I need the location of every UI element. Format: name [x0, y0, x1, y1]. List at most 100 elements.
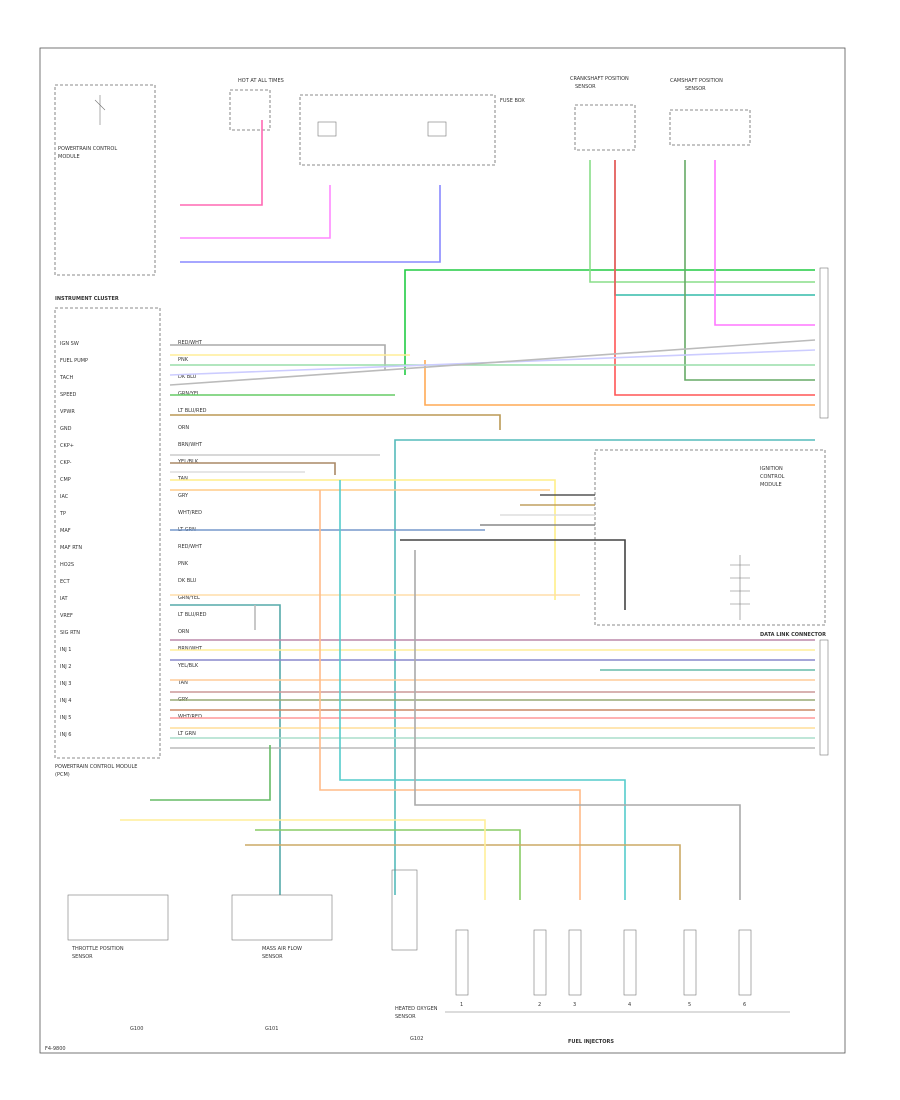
sensor-a-label-2: SENSOR — [575, 84, 596, 90]
right-module-box — [594, 449, 826, 626]
cluster-box — [54, 307, 161, 759]
wire-cyan-long — [394, 439, 815, 895]
injector-number: 3 — [573, 1002, 576, 1008]
wire-pink — [180, 120, 263, 206]
wire-code-label: BRN/WHT — [178, 646, 203, 652]
wire-code-label: DK BLU — [178, 374, 197, 380]
wire-cyan-low — [339, 480, 626, 900]
cluster-pin-label: MAF RTN — [60, 545, 82, 551]
cluster-pin-label: INJ 6 — [60, 732, 71, 738]
sensor-a-label-1: CRANKSHAFT POSITION — [570, 76, 629, 82]
cluster-pin-label: MAF — [60, 528, 71, 534]
wire-khaki-low — [245, 844, 681, 900]
fuel-injector — [455, 929, 469, 996]
wire-gray-2 — [169, 339, 816, 386]
wire-code-label: GRN/YEL — [178, 391, 200, 397]
cluster-pin-label: TACH — [59, 375, 73, 381]
cluster-pin-label: GND — [60, 426, 72, 432]
injector-number: 1 — [460, 1002, 463, 1008]
fuse-b — [427, 121, 447, 137]
bottom-mid-label-1: MASS AIR FLOW — [262, 946, 302, 952]
wire-code-label: GRY — [178, 493, 189, 499]
right-module-label-1: IGNITION — [760, 466, 783, 472]
wire-lightgreen-top — [589, 160, 815, 283]
wire-code-label: WHT/RED — [178, 510, 202, 516]
wire-bundle — [120, 120, 816, 900]
sensor-a-box — [574, 104, 636, 151]
wire-teal-down — [170, 604, 281, 895]
sensor-b-label-2: SENSOR — [685, 86, 706, 92]
bottom-left-label-1: THROTTLE POSITION — [71, 946, 124, 952]
connector-body — [819, 639, 829, 756]
wire-olive-right — [684, 160, 815, 381]
cluster-pin-label: VPWR — [60, 409, 75, 415]
wire-gray-low — [414, 550, 741, 900]
wire-brown — [170, 414, 501, 430]
fuel-injector — [568, 929, 582, 996]
hot-run-box — [229, 89, 271, 131]
fuel-injector — [623, 929, 637, 996]
wire-yellow-2 — [170, 479, 556, 600]
wire-code-label: RED/WHT — [178, 544, 203, 550]
cluster-pin-label: IAC — [60, 494, 69, 500]
fuse-a — [317, 121, 337, 137]
wire-code-label: LT BLU/RED — [178, 612, 207, 618]
bottom-left-box — [67, 894, 169, 941]
injector-group: 1 2 3 4 5 6 — [455, 929, 752, 1008]
left-module-label-2: (PCM) — [55, 772, 70, 778]
wire-blue — [180, 185, 441, 263]
wire-lime-low — [255, 829, 521, 900]
bottom-center-label-2: SENSOR — [395, 1014, 416, 1020]
right-module-label-3: MODULE — [760, 482, 782, 488]
wire-code-label: WHT/RED — [178, 714, 202, 720]
wire-magenta — [180, 185, 331, 239]
cluster-pin-label: FUEL PUMP — [60, 358, 88, 364]
cluster-pin-label: INJ 5 — [60, 715, 71, 721]
fuel-injector — [533, 929, 547, 996]
fuel-injector — [738, 929, 752, 996]
cluster-pin-label: IAT — [60, 596, 69, 602]
cluster-pin-label: HO2S — [60, 562, 74, 568]
bottom-left-label-2: SENSOR — [72, 954, 93, 960]
cluster-pin-label: SPEED — [60, 392, 77, 398]
wire-yellow-low — [120, 819, 486, 900]
pcm-top-label-2: MODULE — [58, 154, 80, 160]
cluster-pin-label: CKP+ — [60, 443, 74, 449]
wire-gray-1 — [170, 344, 386, 370]
wire-black — [400, 539, 626, 610]
cluster-pin-label: SIG RTN — [60, 630, 80, 636]
cluster-pin-label: INJ 4 — [60, 698, 71, 704]
wire-code-label: TAN — [177, 476, 188, 482]
cluster-pin-label: ECT — [60, 579, 71, 585]
right-module-label-2: CONTROL — [760, 474, 785, 480]
cluster-pin-label: TP — [59, 511, 66, 517]
wire-red-right — [614, 160, 815, 396]
wire-tan — [170, 462, 336, 475]
injector-number: 6 — [743, 1002, 746, 1008]
ground-a-label: G100 — [130, 1026, 143, 1032]
pcm-top-box — [54, 84, 156, 276]
pcm-top-symbol — [94, 95, 106, 125]
bottom-mid-label-2: SENSOR — [262, 954, 283, 960]
cluster-pin-label: CMP — [60, 477, 71, 483]
injector-number: 2 — [538, 1002, 541, 1008]
pcm-top-label-1: POWERTRAIN CONTROL — [58, 146, 117, 152]
injector-number: 5 — [688, 1002, 691, 1008]
wire-code-label: DK BLU — [178, 578, 197, 584]
wire-orange-low — [319, 490, 581, 900]
footer-code: F4-9800 — [45, 1046, 66, 1052]
injector-number: 4 — [628, 1002, 631, 1008]
cluster-pin-label: IGN SW — [60, 341, 79, 347]
wire-green-top — [404, 269, 815, 375]
right-module-pins — [730, 555, 750, 620]
wire-code-label: RED/WHT — [178, 340, 203, 346]
cluster-pin-label: INJ 3 — [60, 681, 71, 687]
diagram-frame — [39, 47, 846, 1054]
hot-run-label: HOT AT ALL TIMES — [238, 78, 284, 84]
bottom-center-box — [391, 869, 418, 951]
wire-orange — [424, 360, 815, 406]
wire-code-label: TAN — [177, 680, 188, 686]
bottom-mid-box — [231, 894, 333, 941]
